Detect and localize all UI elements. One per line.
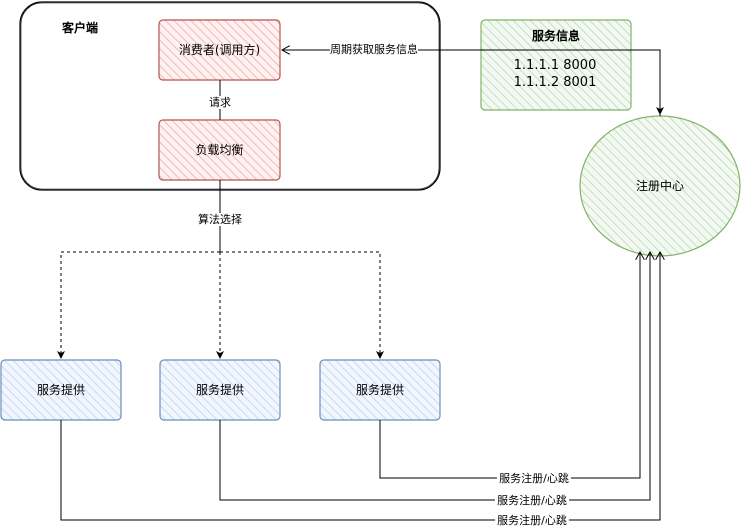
edge-algorithm: 算法选择: [57, 180, 384, 359]
provider-node-2[interactable]: 服务提供: [159, 359, 281, 421]
load-balancer-label: 负载均衡: [195, 143, 243, 157]
consumer-label: 消费者(调用方): [179, 42, 260, 57]
client-title: 客户端: [61, 20, 98, 35]
service-info-entry: 1.1.1.2 8001: [514, 75, 597, 90]
edge-poll: 周期获取服务信息: [282, 42, 664, 116]
edge-register-3: 服务注册/心跳: [60, 252, 660, 527]
edge-request-label: 请求: [209, 96, 231, 109]
edge-poll-label: 周期获取服务信息: [330, 42, 418, 56]
provider-node-1[interactable]: 服务提供: [0, 359, 122, 421]
edge-algorithm-label: 算法选择: [198, 212, 242, 226]
consumer-node[interactable]: 消费者(调用方): [158, 19, 281, 81]
provider-label: 服务提供: [37, 382, 85, 397]
client-container[interactable]: 客户端: [19, 1, 441, 191]
registry-label: 注册中心: [636, 178, 684, 193]
edge-register-2: 服务注册/心跳: [219, 252, 650, 507]
edge-request: 请求: [205, 80, 235, 120]
edge-register-label: 服务注册/心跳: [499, 471, 569, 485]
registry-node[interactable]: 注册中心: [579, 115, 741, 257]
edge-register-label: 服务注册/心跳: [497, 513, 567, 527]
provider-label: 服务提供: [196, 382, 244, 397]
edge-register-label: 服务注册/心跳: [497, 493, 567, 507]
service-info-node[interactable]: 服务信息 1.1.1.1 8000 1.1.1.2 8001: [480, 19, 632, 111]
provider-node-3[interactable]: 服务提供: [319, 359, 441, 421]
service-info-title: 服务信息: [532, 28, 580, 43]
service-info-entry: 1.1.1.1 8000: [514, 58, 597, 73]
load-balancer-node[interactable]: 负载均衡: [158, 119, 281, 181]
provider-label: 服务提供: [356, 382, 404, 397]
edge-register-1: 服务注册/心跳: [379, 252, 640, 485]
